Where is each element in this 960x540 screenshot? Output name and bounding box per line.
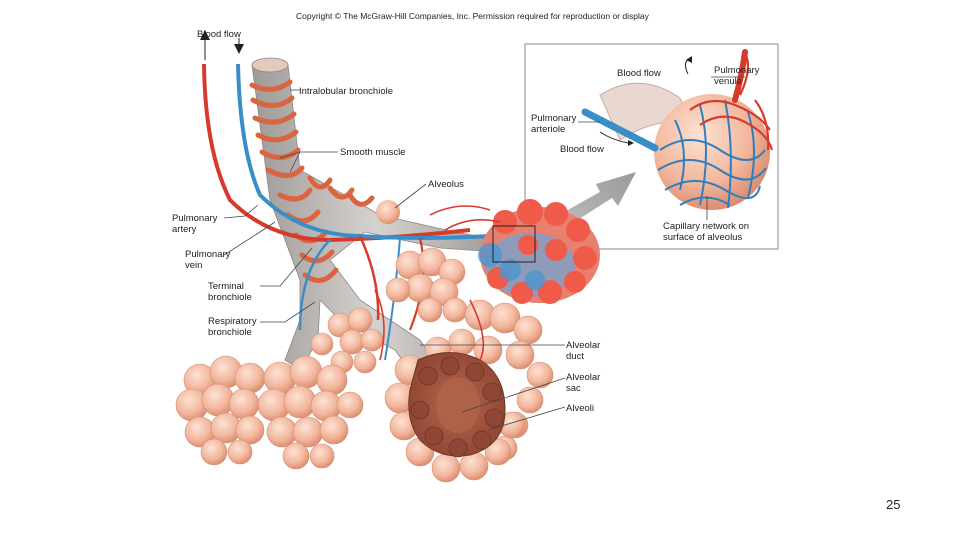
respiratory-bronchiole-label: Respiratory bronchiole — [208, 316, 257, 338]
terminal-bronchiole-label-line1: Terminal — [208, 281, 252, 292]
page-number: 25 — [886, 497, 900, 512]
blood-flow-label: Blood flow — [197, 29, 241, 40]
alveoli-label: Alveoli — [566, 403, 594, 414]
pulmonary-arteriole-label-line2: arteriole — [531, 124, 576, 135]
pulmonary-artery-label-line1: Pulmonary — [172, 213, 217, 224]
pulmonary-venule-label-line1: Pulmonary — [714, 65, 759, 76]
capillary-network-label-line2: surface of alveolus — [663, 232, 749, 243]
respiratory-bronchiole-label-line1: Respiratory — [208, 316, 257, 327]
terminal-bronchiole-label: Terminal bronchiole — [208, 281, 252, 303]
capillary-network-label-line1: Capillary network on — [663, 221, 749, 232]
inset-alveolus — [654, 94, 770, 210]
pulmonary-vein-label-line2: vein — [185, 260, 230, 271]
smooth-muscle-label: Smooth muscle — [340, 147, 405, 158]
pulmonary-artery-label-line2: artery — [172, 224, 217, 235]
inset-blood-flow-in-label: Blood flow — [560, 144, 604, 155]
alveolar-duct-label-line1: Alveolar — [566, 340, 600, 351]
pulmonary-vein-label-line1: Pulmonary — [185, 249, 230, 260]
pulmonary-artery-label: Pulmonary artery — [172, 213, 217, 235]
intralobular-bronchiole-label: Intralobular bronchiole — [299, 86, 393, 97]
respiratory-bronchiole-label-line2: bronchiole — [208, 327, 257, 338]
alveolar-sac-label-line2: sac — [566, 383, 600, 394]
alveolar-duct-label: Alveolar duct — [566, 340, 600, 362]
alveolar-sac-label-line1: Alveolar — [566, 372, 600, 383]
alveolar-sac-cutaway — [409, 353, 505, 458]
pulmonary-venule-label: Pulmonary venule — [714, 65, 759, 87]
alveolus — [376, 200, 400, 224]
alveolar-duct-label-line2: duct — [566, 351, 600, 362]
pulmonary-venule-label-line2: venule — [714, 76, 759, 87]
pulmonary-arteriole-label: Pulmonary arteriole — [531, 113, 576, 135]
pulmonary-vein-label: Pulmonary vein — [185, 249, 230, 271]
terminal-bronchiole-label-line2: bronchiole — [208, 292, 252, 303]
capillary-network-label: Capillary network on surface of alveolus — [663, 221, 749, 243]
alveolus-label: Alveolus — [428, 179, 464, 190]
alveolar-sac-label: Alveolar sac — [566, 372, 600, 394]
inset-blood-flow-out-label: Blood flow — [617, 68, 661, 79]
pulmonary-arteriole-label-line1: Pulmonary — [531, 113, 576, 124]
